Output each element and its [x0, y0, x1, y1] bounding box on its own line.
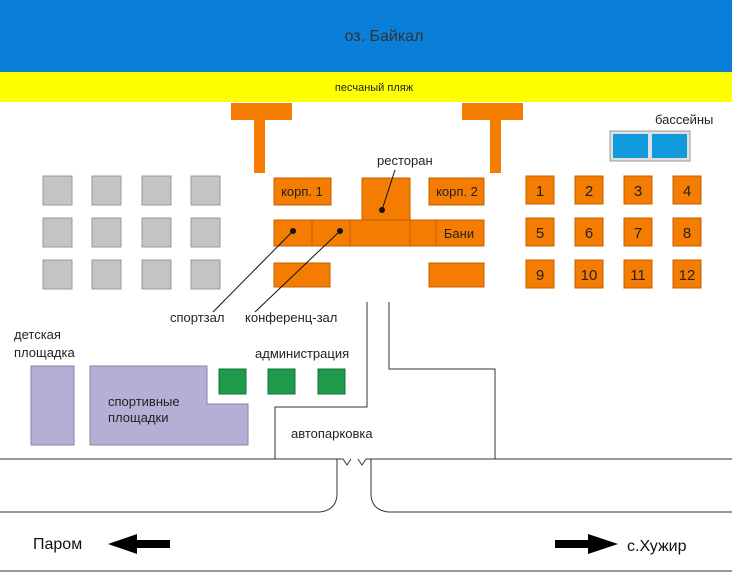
roads — [0, 302, 732, 572]
korpus-2 — [428, 177, 485, 206]
cabin-11-label: 11 — [630, 267, 646, 284]
cabin-9-label: 9 — [536, 267, 544, 284]
grey-cabin — [141, 175, 172, 206]
cabin-6 — [574, 217, 604, 247]
bani-label: Бани — [444, 226, 474, 241]
sport-areas-label-line1: спортивные — [108, 394, 180, 409]
link-section — [409, 219, 437, 247]
restaurant-leader — [381, 169, 396, 211]
grey-cabin — [42, 175, 73, 206]
lake-baikal — [0, 0, 732, 72]
korpus-2-label: корп. 2 — [436, 184, 478, 199]
access-road-right — [388, 302, 496, 459]
cabin-4-label: 4 — [683, 183, 691, 200]
grey-cabin — [42, 217, 73, 248]
restaurant-wing — [349, 219, 411, 247]
main-complex: корп. 1 корп. 2 Бани — [273, 177, 485, 288]
grey-cabin — [91, 217, 122, 248]
cabin-7 — [623, 217, 653, 247]
cabin-1-label: 1 — [536, 183, 544, 200]
annex-right — [428, 262, 485, 288]
cabin-8-label: 8 — [683, 225, 691, 242]
parking-outline — [274, 302, 368, 459]
grey-cabin — [141, 259, 172, 290]
cabin-9 — [525, 259, 555, 289]
sportzal-leader — [212, 230, 294, 313]
grey-cabin — [190, 175, 221, 206]
gate-mark — [342, 458, 352, 466]
cabin-5 — [525, 217, 555, 247]
cabin-3-label: 3 — [634, 183, 642, 200]
pier-left — [231, 103, 292, 173]
grey-cabin — [42, 259, 73, 290]
cabin-2 — [574, 175, 604, 205]
khuzhir-arrow-icon — [555, 534, 618, 554]
road-curve-left — [0, 459, 338, 513]
cabin-4 — [672, 175, 702, 205]
playground-label-line1: детская — [14, 327, 61, 342]
grey-cabins — [42, 175, 221, 290]
admin-building-2 — [267, 368, 296, 395]
grey-cabin — [91, 259, 122, 290]
sport-areas — [89, 365, 249, 446]
sportzal-label: спортзал — [170, 310, 224, 325]
cabin-3 — [623, 175, 653, 205]
conference-section — [311, 219, 351, 247]
korpus-1-label: корп. 1 — [281, 184, 323, 199]
cabin-1 — [525, 175, 555, 205]
sandy-beach — [0, 72, 732, 102]
parking-label: автопарковка — [291, 426, 373, 441]
cabin-12 — [672, 259, 702, 289]
grey-cabin — [190, 259, 221, 290]
beach-label: песчаный пляж — [335, 82, 414, 94]
bani-building — [435, 219, 485, 247]
lake-label: оз. Байкал — [345, 28, 424, 45]
cabin-6-label: 6 — [585, 225, 593, 242]
admin-building-3 — [317, 368, 346, 395]
cabin-12-label: 12 — [679, 267, 696, 284]
ferry-label: Паром — [33, 536, 82, 553]
gate-mark-2 — [357, 458, 367, 466]
playground — [30, 365, 75, 446]
grey-cabin — [91, 175, 122, 206]
conference-label: конференц-зал — [245, 310, 337, 325]
pool-1 — [613, 134, 648, 158]
cabin-10 — [574, 259, 604, 289]
admin-building-1 — [218, 368, 247, 395]
administration-label: администрация — [255, 346, 349, 361]
pool-2 — [652, 134, 687, 158]
cabin-11 — [623, 259, 653, 289]
ferry-arrow-icon — [108, 534, 170, 554]
cabin-5-label: 5 — [536, 225, 544, 242]
grey-cabin — [141, 217, 172, 248]
playground-label-line2: площадка — [14, 345, 75, 360]
cabin-7-label: 7 — [634, 225, 642, 242]
korpus-1 — [273, 177, 332, 206]
grey-cabin — [190, 217, 221, 248]
restaurant-label: ресторан — [377, 153, 433, 168]
cabin-2-label: 2 — [585, 183, 593, 200]
cabin-10-label: 10 — [581, 267, 598, 284]
pier-right — [462, 103, 523, 173]
khuzhir-label: с.Хужир — [627, 538, 687, 555]
road-curve-right — [370, 459, 732, 513]
pools-label: бассейны — [655, 112, 713, 127]
sport-areas-label-line2: площадки — [108, 410, 168, 425]
cabin-8 — [672, 217, 702, 247]
conference-leader — [254, 230, 341, 313]
